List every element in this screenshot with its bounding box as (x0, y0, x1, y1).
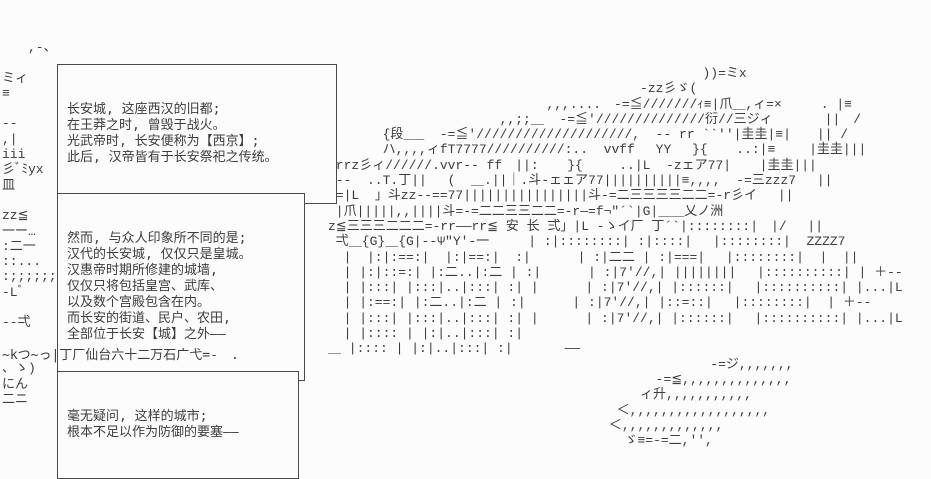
dialogue-box-intro: 长安城, 这座西汉的旧都; 在王莽之时, 曾毁于战火。 光武帝时, 长安便称为【… (57, 64, 337, 204)
city-ascii-art: ))=ミx -zz彡ゞ( ,,,.... -=≦///////ｨ≡|爪＿,ィ=×… (328, 66, 903, 449)
signature-line: ~kつ~っ|丁厂仙台六十二万石广弋=- . (2, 348, 239, 363)
dialogue-box-detail: 然而, 与众人印象所不同的是; 汉代的长安城, 仅仅只是皇城。 汉惠帝时期所修建… (57, 193, 305, 381)
dialogue-text: 毫无疑问, 这样的城市; 根本不足以作为防御的要塞—— (67, 409, 239, 440)
dialogue-text: 然而, 与众人印象所不同的是; 汉代的长安城, 仅仅只是皇城。 汉惠帝时期所修建… (67, 231, 252, 342)
dialogue-text: 长安城, 这座西汉的旧都; 在王莽之时, 曾毁于战火。 光武帝时, 长安便称为【… (67, 102, 278, 165)
dialogue-box-conclusion: 毫无疑问, 这样的城市; 根本不足以作为防御的要塞—— (57, 371, 299, 479)
